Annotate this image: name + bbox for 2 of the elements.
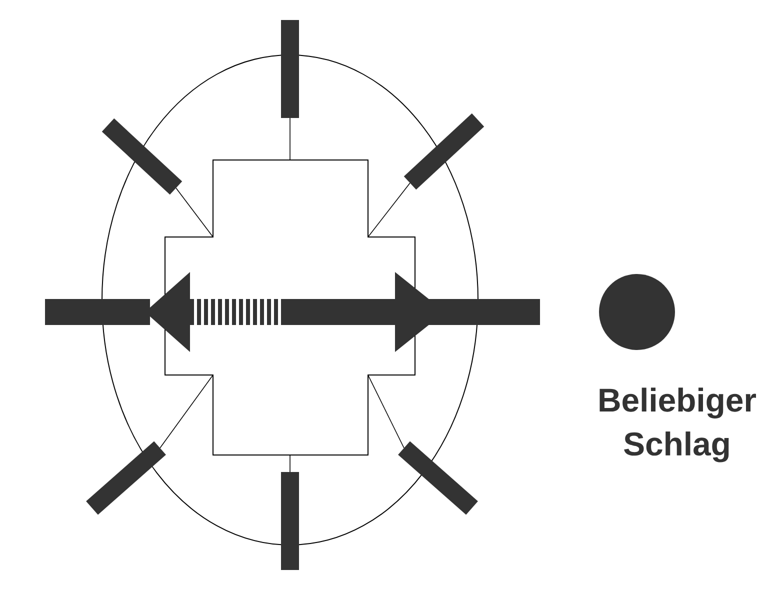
dot — [599, 274, 675, 350]
dot-label: Beliebiger Schlag — [600, 388, 756, 462]
